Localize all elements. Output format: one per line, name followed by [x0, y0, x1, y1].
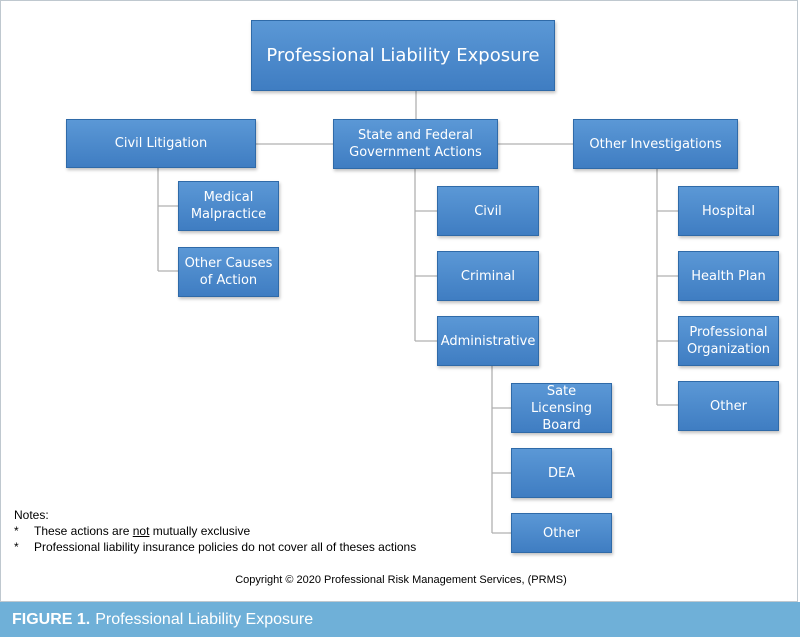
figure-title: Professional Liability Exposure — [95, 610, 314, 628]
note-item: * These actions are not mutually exclusi… — [14, 523, 416, 539]
professional-organization-box: Professional Organization — [678, 316, 779, 366]
notes-heading: Notes: — [14, 508, 49, 522]
hospital-box: Hospital — [678, 186, 779, 236]
diagram-frame: Professional Liability Exposure Civil Li… — [0, 0, 798, 602]
note-bullet: * — [14, 524, 19, 538]
note-underlined-word: not — [132, 524, 150, 538]
note-bullet: * — [14, 540, 19, 554]
note-text: These actions are not mutually exclusive — [34, 524, 251, 538]
gov-administrative-box: Administrative — [437, 316, 539, 366]
health-plan-box: Health Plan — [678, 251, 779, 301]
civil-litigation-box: Civil Litigation — [66, 119, 256, 168]
other-investigations-box: Other Investigations — [573, 119, 738, 169]
figure-label: FIGURE 1. — [12, 610, 91, 628]
note-item: * Professional liability insurance polic… — [14, 539, 416, 555]
gov-criminal-box: Criminal — [437, 251, 539, 301]
medical-malpractice-box: Medical Malpractice — [178, 181, 279, 231]
connector-lines — [157, 91, 678, 534]
government-actions-box: State and Federal Government Actions — [333, 119, 498, 169]
admin-other-box: Other — [511, 513, 612, 553]
dea-box: DEA — [511, 448, 612, 498]
gov-civil-box: Civil — [437, 186, 539, 236]
notes-block: Notes: * These actions are not mutually … — [14, 507, 416, 555]
other-investigations-other-box: Other — [678, 381, 779, 431]
figure-caption-bar: FIGURE 1. Professional Liability Exposur… — [0, 602, 800, 637]
sate-licensing-box: Sate Licensing Board — [511, 383, 612, 433]
copyright-text: Copyright © 2020 Professional Risk Manag… — [235, 574, 567, 586]
note-text: Professional liability insurance policie… — [34, 540, 417, 554]
root-box: Professional Liability Exposure — [251, 20, 555, 91]
other-causes-box: Other Causes of Action — [178, 247, 279, 297]
